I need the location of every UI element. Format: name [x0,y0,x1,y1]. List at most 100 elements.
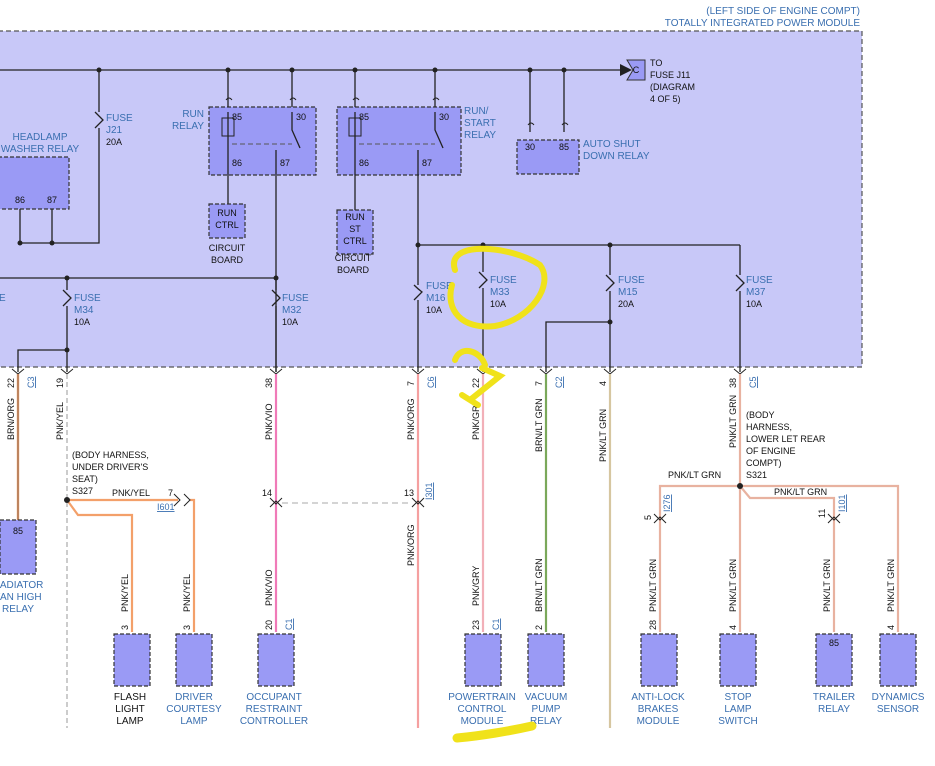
run-start-relay-line-3: RELAY [464,130,496,141]
svg-text:30: 30 [296,112,306,122]
svg-text:10A: 10A [74,317,90,327]
svg-text:LIGHT: LIGHT [115,704,144,715]
svg-text:FUSE: FUSE [618,275,645,286]
svg-text:C3: C3 [26,376,36,388]
svg-text:85: 85 [559,142,569,152]
svg-text:23: 23 [471,620,481,630]
headlamp-relay-line-1: HEADLAMP [12,132,67,143]
svg-text:85: 85 [13,526,23,536]
wire-pnk-yel-branch [66,498,196,632]
svg-text:10A: 10A [426,305,442,315]
svg-text:PNK/LT GRN: PNK/LT GRN [668,470,721,480]
svg-text:PNK/GRY: PNK/GRY [471,566,481,606]
svg-text:7: 7 [406,381,416,386]
module-name: TOTALLY INTEGRATED POWER MODULE [665,18,861,29]
svg-text:38: 38 [728,378,738,388]
svg-text:PNK/LT GRN: PNK/LT GRN [886,559,896,612]
svg-text:LAMP: LAMP [724,704,752,715]
svg-text:7: 7 [168,488,173,498]
svg-text:FUSE: FUSE [426,281,453,292]
svg-text:I601: I601 [157,502,175,512]
connector-c-label: C [633,65,640,75]
svg-text:HARNESS,: HARNESS, [746,422,792,432]
svg-text:30: 30 [525,142,535,152]
svg-text:PNK/LT GRN: PNK/LT GRN [728,559,738,612]
svg-text:2: 2 [534,625,544,630]
run-relay-line-1: RUN [182,109,204,120]
svg-text:COURTESY: COURTESY [166,704,222,715]
svg-text:UNDER DRIVER'S: UNDER DRIVER'S [72,462,148,472]
svg-text:PUMP: PUMP [532,704,561,715]
svg-text:PNK/LT GRN: PNK/LT GRN [728,395,738,448]
fuse-j21-line-2: J21 [106,125,123,136]
run-start-relay-line-2: START [464,118,496,129]
svg-text:11: 11 [817,509,827,518]
asd-relay-box [516,139,580,175]
svg-text:13: 13 [404,488,414,498]
svg-text:VACUUM: VACUUM [525,692,568,703]
svg-text:85: 85 [829,638,839,648]
svg-text:FUSE: FUSE [490,275,517,286]
svg-text:PNK/LT GRN: PNK/LT GRN [598,409,608,462]
svg-text:85: 85 [359,112,369,122]
svg-text:BOARD: BOARD [337,265,370,275]
svg-text:PNK/VIO: PNK/VIO [264,403,274,440]
svg-text:28: 28 [648,620,658,630]
svg-text:BRN/LT GRN: BRN/LT GRN [534,398,544,452]
to-fuse-line-2: FUSE J11 [650,70,690,80]
svg-text:POWERTRAIN: POWERTRAIN [448,692,516,703]
svg-text:PNK/LT GRN: PNK/LT GRN [822,559,832,612]
svg-text:22: 22 [6,378,16,388]
courtesy-lamp-box [175,633,213,687]
svg-text:BRN/LT GRN: BRN/LT GRN [534,558,544,612]
svg-text:22: 22 [471,378,481,388]
svg-text:85: 85 [232,112,242,122]
svg-text:E: E [0,293,6,304]
fuse-j21-rating: 20A [106,137,122,147]
connector-c-flag [626,59,646,81]
run-st-ctrl-box [336,209,374,255]
asd-relay-line-2: DOWN RELAY [583,151,650,162]
svg-text:FUSE: FUSE [746,275,773,286]
headlamp-relay-line-2: WASHER RELAY [1,144,80,155]
svg-text:OCCUPANT: OCCUPANT [246,692,301,703]
svg-text:86: 86 [359,158,369,168]
svg-text:5: 5 [643,515,653,520]
svg-text:I301: I301 [424,482,434,500]
svg-text:RELAY: RELAY [818,704,850,715]
svg-text:CTRL: CTRL [215,220,239,230]
svg-text:86: 86 [232,158,242,168]
svg-text:20A: 20A [618,299,634,309]
svg-text:RUN: RUN [345,212,365,222]
svg-text:(BODY: (BODY [746,410,775,420]
run-start-relay-line-1: RUN/ [464,106,489,117]
svg-text:PNK/ORG: PNK/ORG [406,398,416,440]
svg-text:CONTROL: CONTROL [458,704,507,715]
svg-text:FLASH: FLASH [114,692,146,703]
svg-text:87: 87 [280,158,290,168]
svg-text:87: 87 [422,158,432,168]
wire-pnk-lt-grn-split [658,374,900,632]
svg-text:PNK/YEL: PNK/YEL [182,574,192,612]
trailer-relay-box [815,633,853,687]
svg-text:30: 30 [439,112,449,122]
to-fuse-line-3: (DIAGRAM [650,82,695,92]
highlight-arrow [452,348,506,408]
svg-text:S327: S327 [72,486,93,496]
to-fuse-line-1: TO [650,58,662,68]
svg-text:FUSE: FUSE [282,293,309,304]
svg-text:C2: C2 [554,376,564,388]
svg-text:COMPT): COMPT) [746,458,782,468]
svg-text:19: 19 [55,378,65,388]
svg-text:C6: C6 [426,376,436,388]
svg-text:LOWER LET REAR: LOWER LET REAR [746,434,826,444]
svg-text:4: 4 [728,625,738,630]
svg-text:BRAKES: BRAKES [638,704,679,715]
svg-text:7: 7 [534,381,544,386]
svg-text:SEAT): SEAT) [72,474,98,484]
svg-text:M34: M34 [74,305,94,316]
svg-text:PNK/LT GRN: PNK/LT GRN [648,559,658,612]
svg-text:10A: 10A [490,299,506,309]
run-relay-line-2: RELAY [172,121,204,132]
